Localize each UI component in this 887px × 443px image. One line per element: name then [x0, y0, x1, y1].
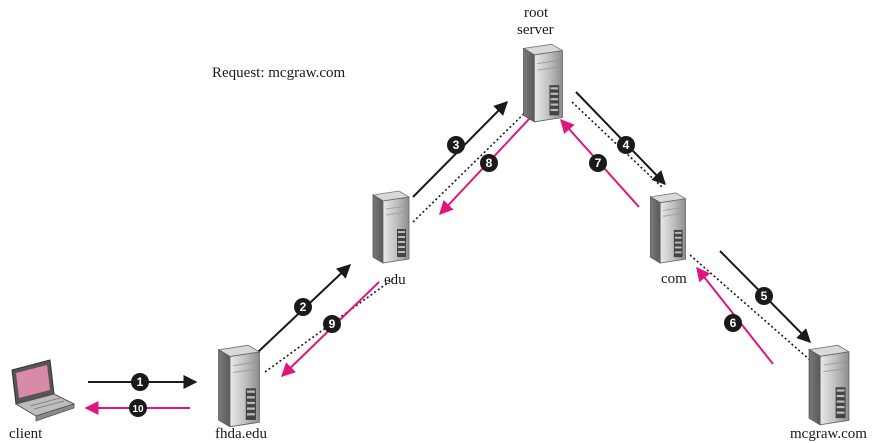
- link-edu-root: [412, 101, 537, 223]
- client-label: client: [9, 426, 43, 442]
- step-badge-7: 7: [589, 154, 607, 172]
- link-fhda-edu: [264, 278, 394, 373]
- svg-text:9: 9: [329, 317, 336, 331]
- svg-text:5: 5: [761, 289, 768, 303]
- svg-text:4: 4: [623, 138, 630, 152]
- svg-text:1: 1: [137, 375, 144, 389]
- step-badge-8: 8: [480, 154, 498, 172]
- edu-label: edu: [384, 272, 406, 288]
- svg-text:10: 10: [132, 404, 144, 415]
- svg-text:3: 3: [453, 138, 460, 152]
- fhda-server-icon: [218, 344, 260, 428]
- svg-text:7: 7: [595, 156, 602, 170]
- svg-text:2: 2: [300, 300, 307, 314]
- root-server-icon: [523, 43, 563, 123]
- root-label-line2: server: [517, 22, 554, 38]
- com-server-icon: [649, 192, 687, 264]
- edu-server-icon: [372, 190, 410, 264]
- link-root-com: [571, 101, 664, 189]
- root-label-line1: root: [524, 5, 549, 21]
- dotted-links: [264, 101, 819, 373]
- step-badge-5: 5: [755, 287, 773, 305]
- mcgraw-label: mcgraw.com: [790, 426, 867, 442]
- com-label: com: [661, 271, 687, 287]
- request-arrows: [88, 91, 811, 389]
- fhda-label: fhda.edu: [215, 426, 268, 442]
- step-badge-3: 3: [447, 136, 465, 154]
- step-badge-10: 10: [129, 399, 147, 417]
- step-badge-6: 6: [724, 314, 742, 332]
- mcgraw-server-icon: [808, 344, 850, 426]
- link-com-mcgraw: [689, 254, 819, 368]
- request-label: Request: mcgraw.com: [212, 65, 345, 81]
- step-badge-2: 2: [294, 298, 312, 316]
- svg-text:8: 8: [486, 156, 493, 170]
- laptop-icon: [11, 359, 76, 422]
- step-badge-4: 4: [617, 136, 635, 154]
- response-arrows: [84, 117, 774, 415]
- step-badge-9: 9: [323, 315, 341, 333]
- svg-text:6: 6: [730, 316, 737, 330]
- step-badge-1: 1: [131, 373, 149, 391]
